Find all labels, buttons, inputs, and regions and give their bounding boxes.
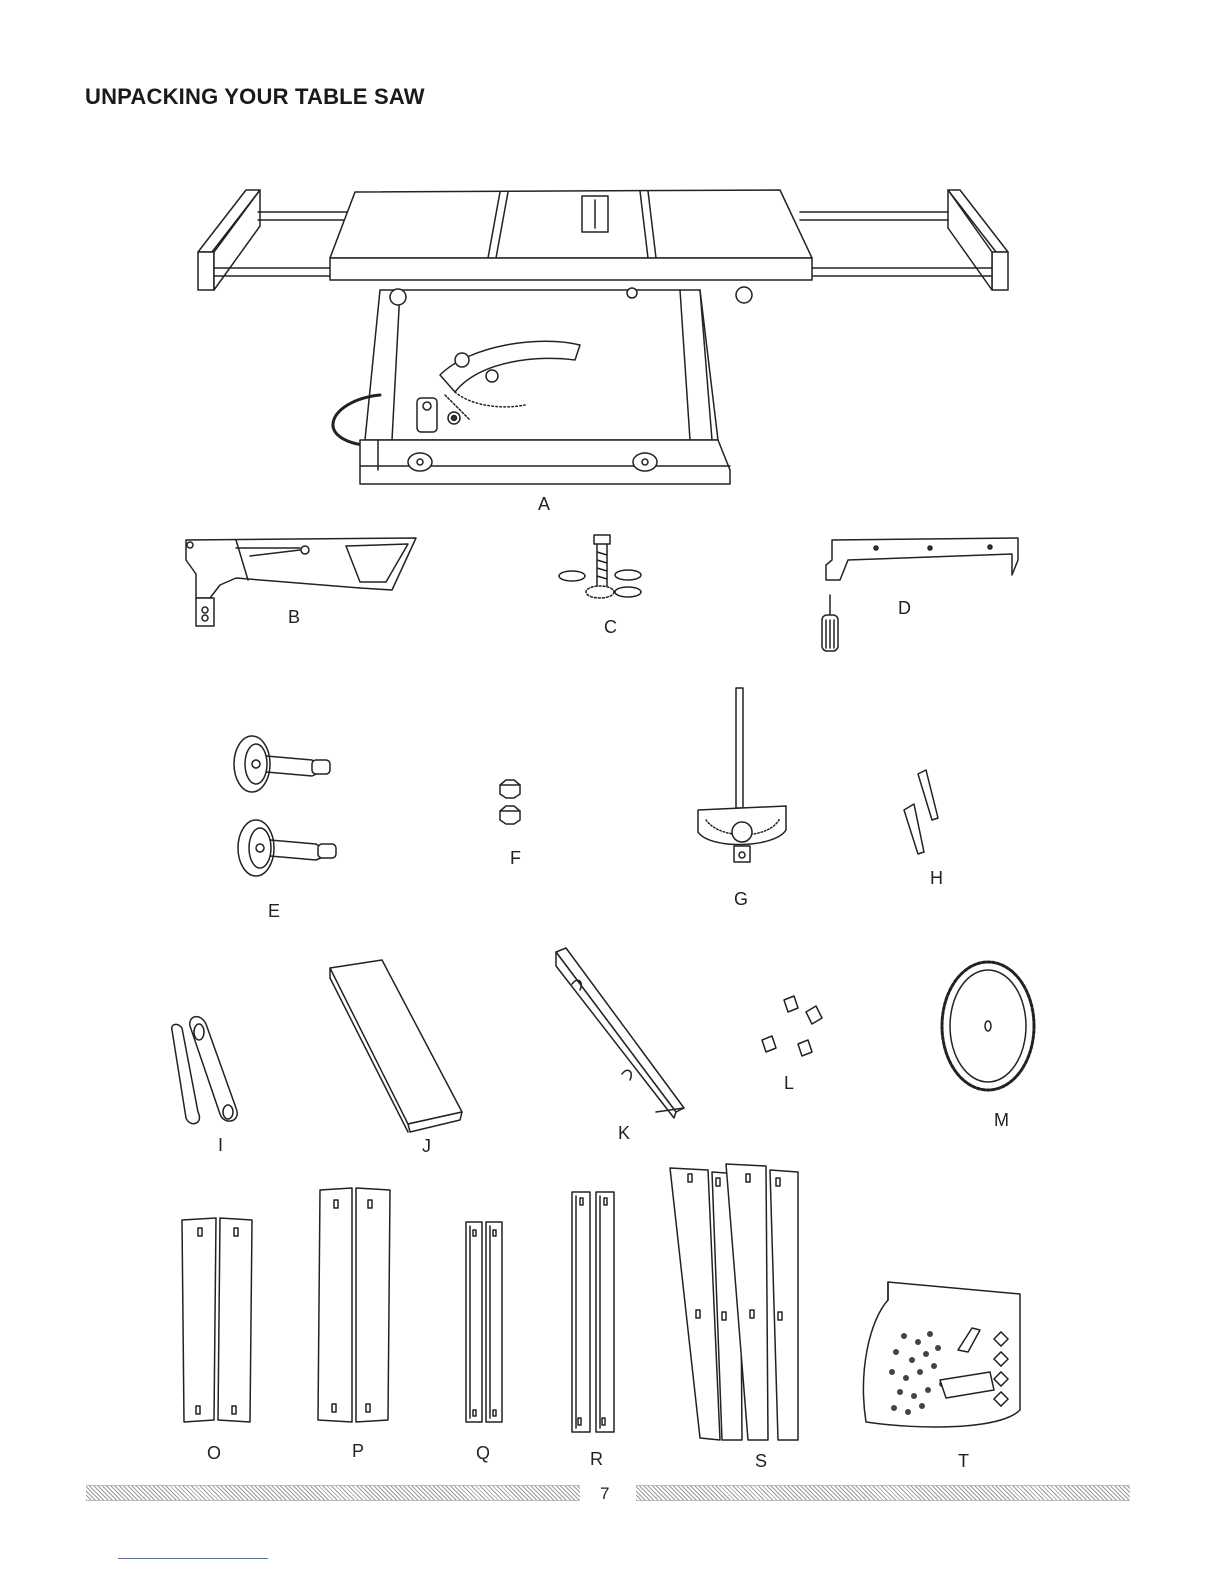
blade-guard-drawing — [186, 538, 416, 626]
braces-q-drawing — [466, 1222, 502, 1422]
part-label-h: H — [930, 868, 943, 889]
part-label-i: I — [218, 1135, 223, 1156]
legs-o-drawing — [182, 1218, 252, 1422]
part-label-p: P — [352, 1441, 364, 1462]
part-label-c: C — [604, 617, 617, 638]
miter-gauge-drawing — [698, 688, 786, 862]
part-label-a: A — [538, 494, 550, 515]
saw-blade-drawing — [942, 962, 1034, 1090]
fence-rail-drawing — [556, 948, 684, 1118]
braces-r-drawing — [572, 1192, 614, 1432]
bottom-rule — [118, 1558, 268, 1559]
table-saw-drawing — [198, 190, 1008, 484]
hex-keys-drawing — [904, 770, 938, 854]
part-label-d: D — [898, 598, 911, 619]
part-label-m: M — [994, 1110, 1009, 1131]
footer-rule-left — [86, 1485, 580, 1501]
part-label-q: Q — [476, 1443, 490, 1464]
legs-p-drawing — [318, 1188, 390, 1422]
part-label-t: T — [958, 1451, 969, 1472]
legs-s-drawing — [670, 1164, 798, 1440]
footer-rule-right — [636, 1485, 1130, 1501]
fence-bar-drawing — [822, 538, 1018, 651]
page-number: 7 — [600, 1484, 609, 1504]
part-label-s: S — [755, 1451, 767, 1472]
channel-rail-drawing — [330, 960, 462, 1132]
part-label-b: B — [288, 607, 300, 628]
bolt-washers-drawing — [559, 535, 641, 598]
part-label-l: L — [784, 1073, 794, 1094]
part-label-f: F — [510, 848, 521, 869]
lock-knobs-drawing — [762, 996, 822, 1056]
part-label-j: J — [422, 1136, 431, 1157]
wrenches-drawing — [172, 1017, 238, 1124]
hex-nuts-drawing — [500, 780, 520, 824]
part-label-k: K — [618, 1123, 630, 1144]
part-label-r: R — [590, 1449, 603, 1470]
hardware-bag-drawing — [863, 1282, 1020, 1427]
part-label-e: E — [268, 901, 280, 922]
handwheels-drawing — [234, 736, 336, 876]
part-label-o: O — [207, 1443, 221, 1464]
part-label-g: G — [734, 889, 748, 910]
